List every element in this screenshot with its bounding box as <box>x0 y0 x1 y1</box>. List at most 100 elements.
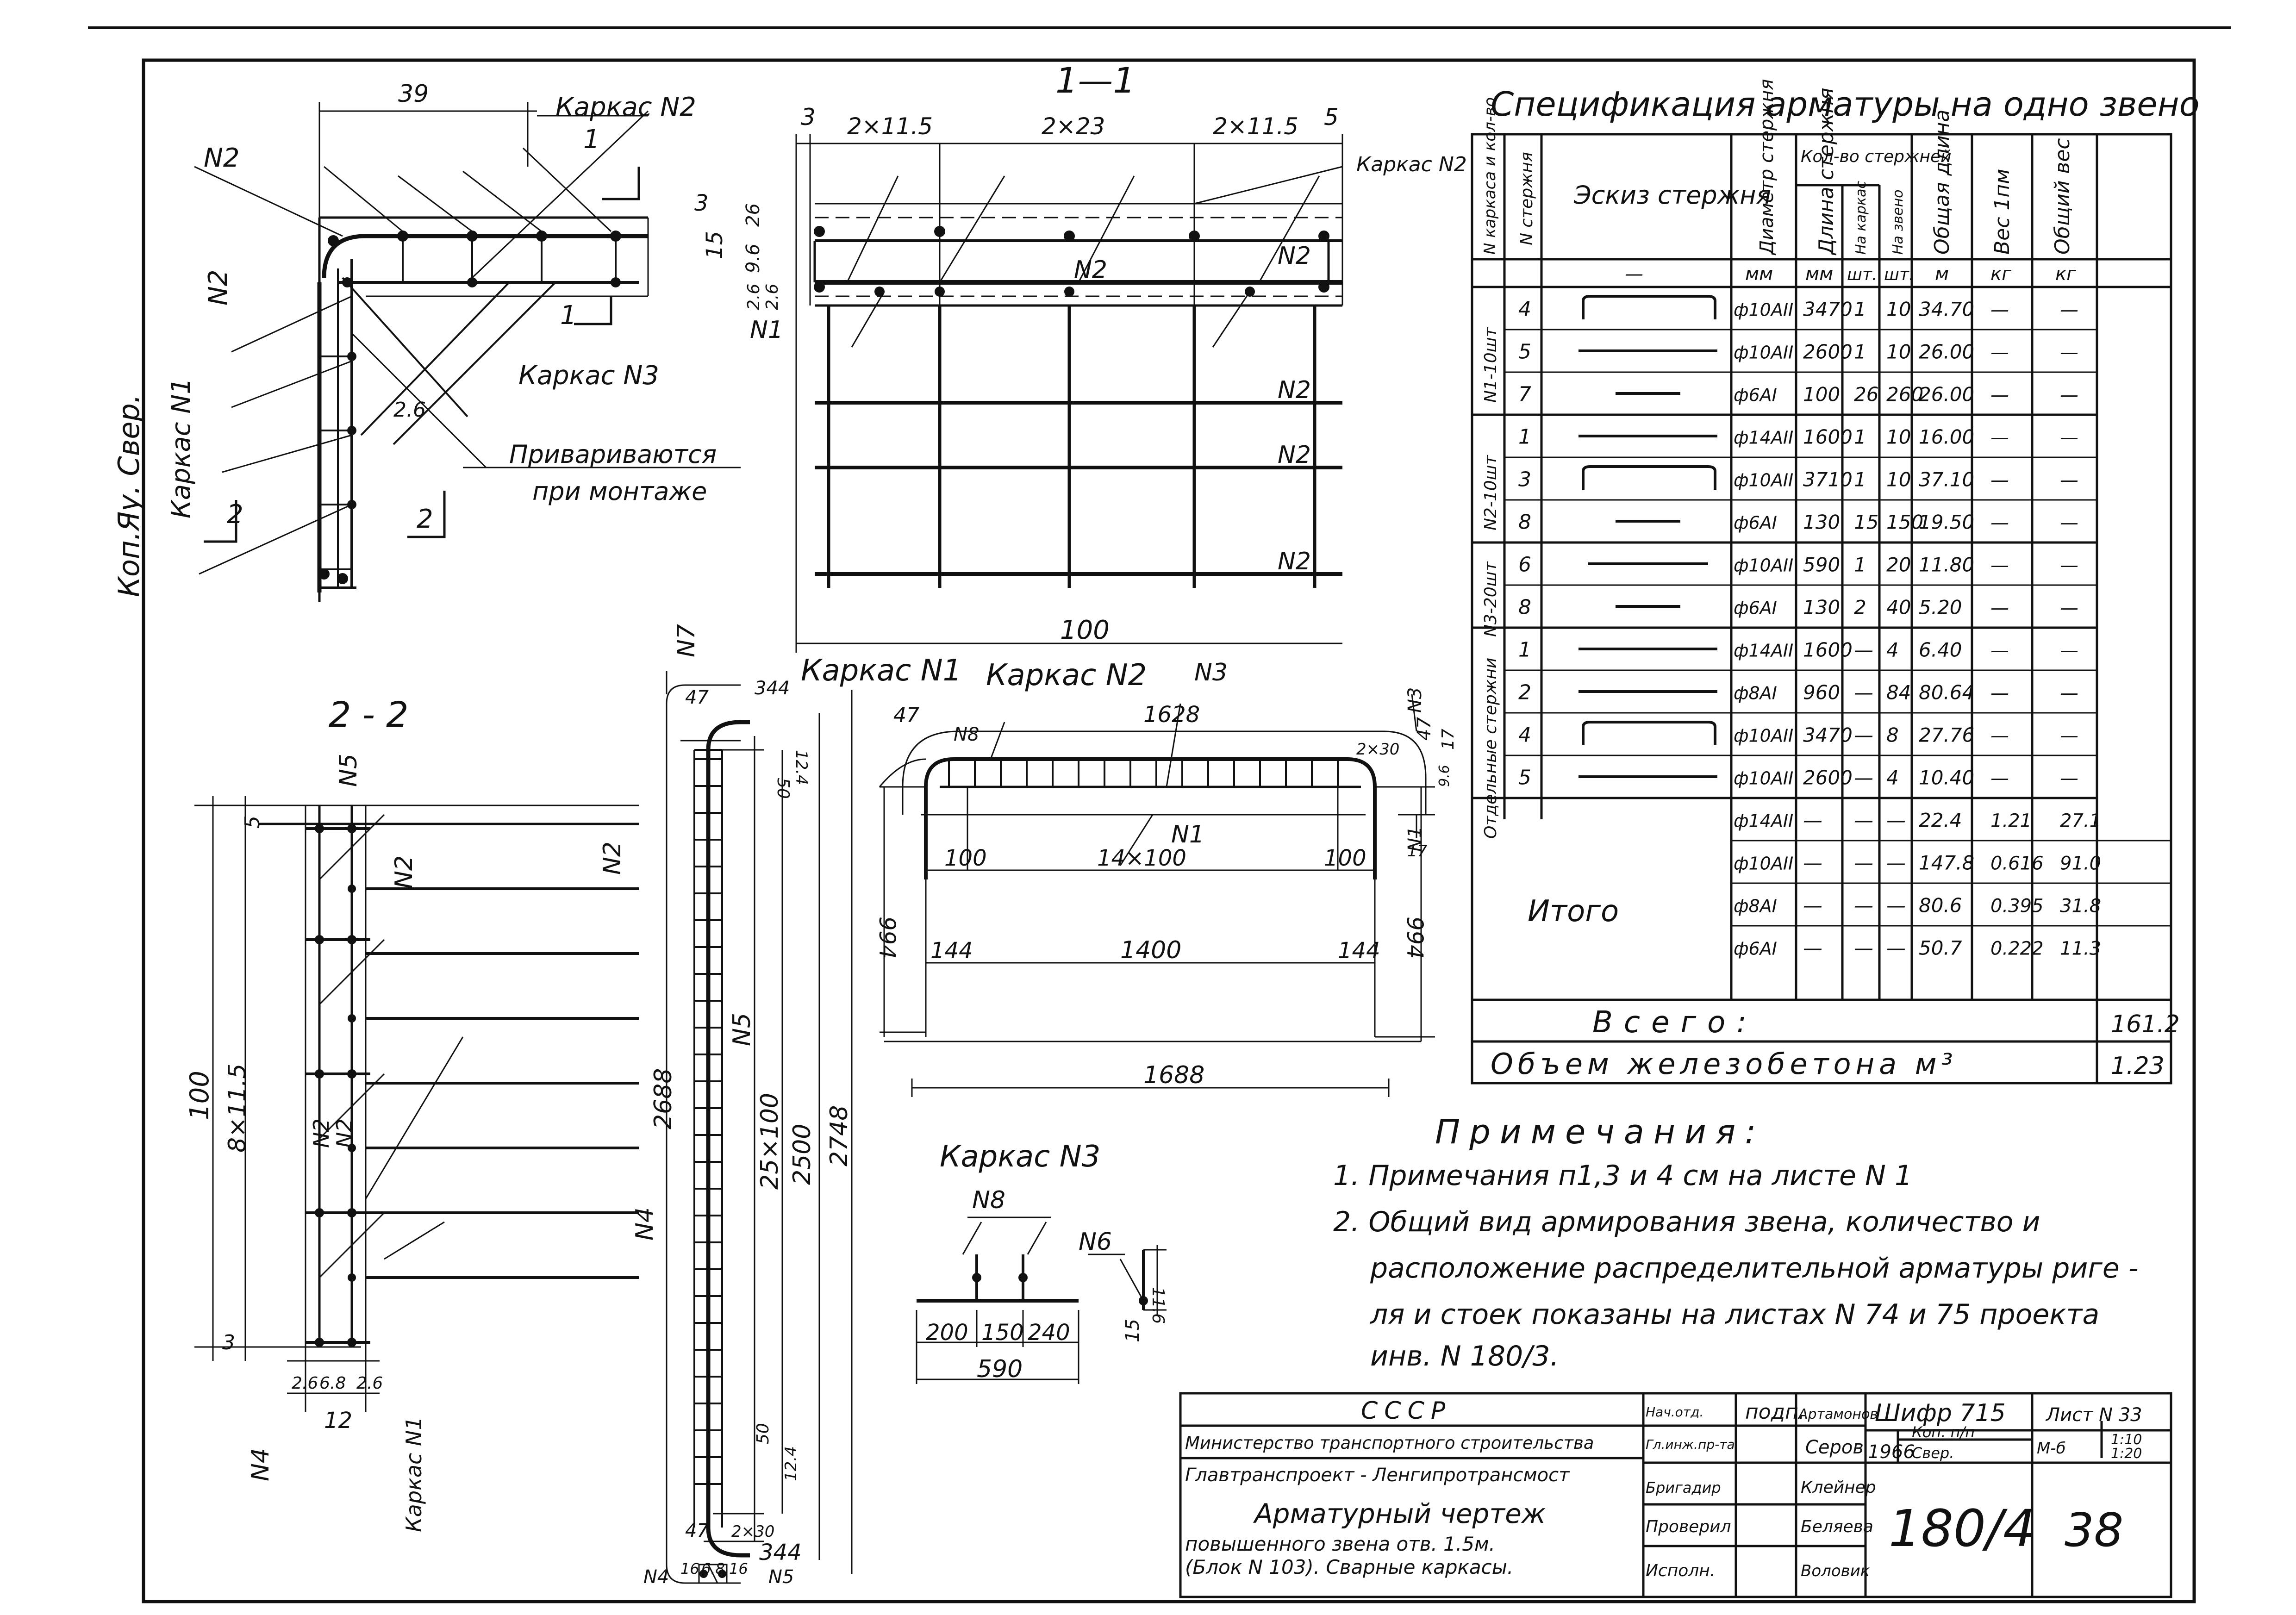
spec-bar-number: 7 <box>1518 383 1531 406</box>
s11-dim-2x11-5a: 2×11.5 <box>847 113 933 140</box>
side-note: Коп.Яу. Свер. <box>112 394 146 597</box>
s11-dim-5: 5 <box>1324 104 1339 131</box>
tb-role-2: Гл.инж.пр-та <box>1646 1437 1735 1452</box>
tb-role-5: Исполн. <box>1646 1561 1715 1580</box>
f2-dim-14x100: 14×100 <box>1097 845 1186 871</box>
spec-total-pl: — <box>1886 894 1906 917</box>
spec-cell-len: 130 <box>1803 596 1840 619</box>
s22-n2-d: N2 <box>332 1118 357 1148</box>
spec-cell-pf: 1 <box>1854 468 1866 491</box>
f1-dim-50-bottom: 50 <box>754 1423 773 1444</box>
unit-pf: шт. <box>1847 265 1877 284</box>
spec-cell-tl: 80.64 <box>1919 681 1974 704</box>
spec-cell-tw: — <box>2060 342 2078 363</box>
spec-volume: 1.23 <box>2111 1052 2165 1080</box>
f1-dim-2x30: 2×30 <box>731 1522 774 1541</box>
spec-cell-pf: — <box>1854 639 1873 661</box>
s22-dim-2-6b: 2.6 <box>356 1374 383 1393</box>
f2-n3-side: N3 <box>1404 687 1426 713</box>
frame-3 <box>916 1216 1167 1384</box>
tb-year: 1966 <box>1868 1441 1915 1463</box>
tb-org2: Министерство транспортного строительства <box>1185 1433 1594 1453</box>
spec-cell-len: 130 <box>1803 511 1840 534</box>
spec-cell-tw: — <box>2060 640 2078 661</box>
s22-n2-b: N2 <box>599 842 626 875</box>
spec-cell-tw: — <box>2060 768 2078 789</box>
spec-total-pf: — <box>1854 852 1873 874</box>
spec-cell-pf: — <box>1854 681 1873 704</box>
spec-cell-pl: 10 <box>1886 468 1911 491</box>
f2-n1-side: N1 <box>1404 826 1426 852</box>
f2-dim-17b: 17 <box>1407 842 1428 861</box>
tb-name-1: Артамонов <box>1797 1406 1878 1422</box>
spec-total-diam: ф14АII <box>1734 811 1793 831</box>
spec-h-bar: N стержня <box>1517 152 1536 245</box>
tb-scale2: 1:20 <box>2111 1446 2142 1462</box>
spec-cell-pl: 20 <box>1886 554 1911 576</box>
corner-label-n2-a: N2 <box>204 143 240 173</box>
spec-h-frame: N каркаса и кол-во <box>1481 97 1499 255</box>
f2-dim-100-right: 100 <box>1324 845 1366 871</box>
f1-dim-16a: 16 <box>680 1560 699 1578</box>
f3-n6: N6 <box>1079 1228 1112 1256</box>
f1-dim-12-4-bottom: 12.4 <box>782 1446 800 1481</box>
f3-dim-240: 240 <box>1028 1320 1070 1346</box>
spec-cell-len: 590 <box>1803 554 1840 576</box>
spec-total-w: 0.616 <box>1990 853 2044 874</box>
tb-name-2: Серов <box>1805 1437 1864 1458</box>
unit-sketch: — <box>1625 263 1643 285</box>
spec-total-tl: 80.6 <box>1919 894 1962 917</box>
spec-cell-pl: 10 <box>1886 341 1911 363</box>
spec-cell-tl: 16.00 <box>1919 426 1974 449</box>
spec-total-diam: ф10АII <box>1734 854 1793 874</box>
spec-cell-tl: 26.00 <box>1919 341 1974 363</box>
spec-h-w: Вес 1пм <box>1990 169 2014 255</box>
spec-cell-diam: ф8АI <box>1734 683 1777 704</box>
spec-cell-tw: — <box>2060 725 2078 747</box>
tb-drawing1: Арматурный чертеж <box>1253 1498 1546 1529</box>
s22-n4: N4 <box>247 1448 275 1481</box>
welding-note-1: Привариваются <box>509 440 717 469</box>
spec-bar-number: 1 <box>1518 425 1531 449</box>
bent-bar-sketch <box>1582 465 1716 490</box>
spec-h-tw: Общий вес <box>2051 138 2074 255</box>
f2-dim-2x30: 2×30 <box>1356 740 1399 759</box>
s22-dim-5: 5 <box>241 816 264 829</box>
spec-cell-len: 3470 <box>1803 298 1853 321</box>
note-2c: ля и стоек показаны на листах N 74 и 75 … <box>1370 1298 2099 1331</box>
corner-sec-2b: 2 <box>417 504 433 534</box>
spec-bar-number: 8 <box>1518 596 1531 619</box>
f2-dim-144-left: 144 <box>930 938 973 964</box>
unit-w: кг <box>1990 263 2012 285</box>
tb-name-3: Клейнер <box>1801 1478 1876 1497</box>
spec-cell-tw: — <box>2060 470 2078 491</box>
spec-cell-len: 960 <box>1803 681 1840 704</box>
section-1-1 <box>795 134 1343 653</box>
spec-bar-number: 4 <box>1518 723 1531 747</box>
note-1: 1. Примечания п1,3 и 4 см на листе N 1 <box>1333 1160 1912 1192</box>
spec-total-tw: 11.3 <box>2060 938 2101 960</box>
frame-1 <box>666 671 853 1584</box>
tb-kop: Коп. п/п <box>1912 1423 1975 1441</box>
spec-cell-tl: 37.10 <box>1919 468 1974 491</box>
spec-cell-pl: 10 <box>1886 298 1911 321</box>
spec-cell-tl: 27.76 <box>1919 724 1974 747</box>
f2-dim-1400: 1400 <box>1120 936 1181 964</box>
s11-left-3: 3 <box>694 190 709 216</box>
f2-dim-47-right: 47 <box>1414 717 1435 741</box>
f2-dim-144-right: 144 <box>1338 938 1380 964</box>
f1-n5-bottom: N5 <box>768 1566 794 1588</box>
f3-dim-11-6: 11.6 <box>1148 1287 1167 1324</box>
unit-len: мм <box>1805 263 1833 285</box>
spec-group-name: N1-10шт <box>1481 327 1500 403</box>
spec-cell-w: — <box>1990 512 2009 534</box>
spec-cell-pf: 1 <box>1854 341 1866 363</box>
tb-name-5: Воловик <box>1801 1562 1870 1580</box>
f1-dim-50-top: 50 <box>774 778 792 799</box>
spec-cell-pl: 4 <box>1886 767 1899 789</box>
tb-name-4: Беляева <box>1801 1517 1873 1536</box>
corner-label-frame3: Каркас N3 <box>518 361 659 391</box>
spec-cell-pl: 260 <box>1886 383 1923 406</box>
spec-cell-diam: ф14АII <box>1734 641 1793 661</box>
spec-h-count: Кол-во стержней <box>1801 147 1952 166</box>
